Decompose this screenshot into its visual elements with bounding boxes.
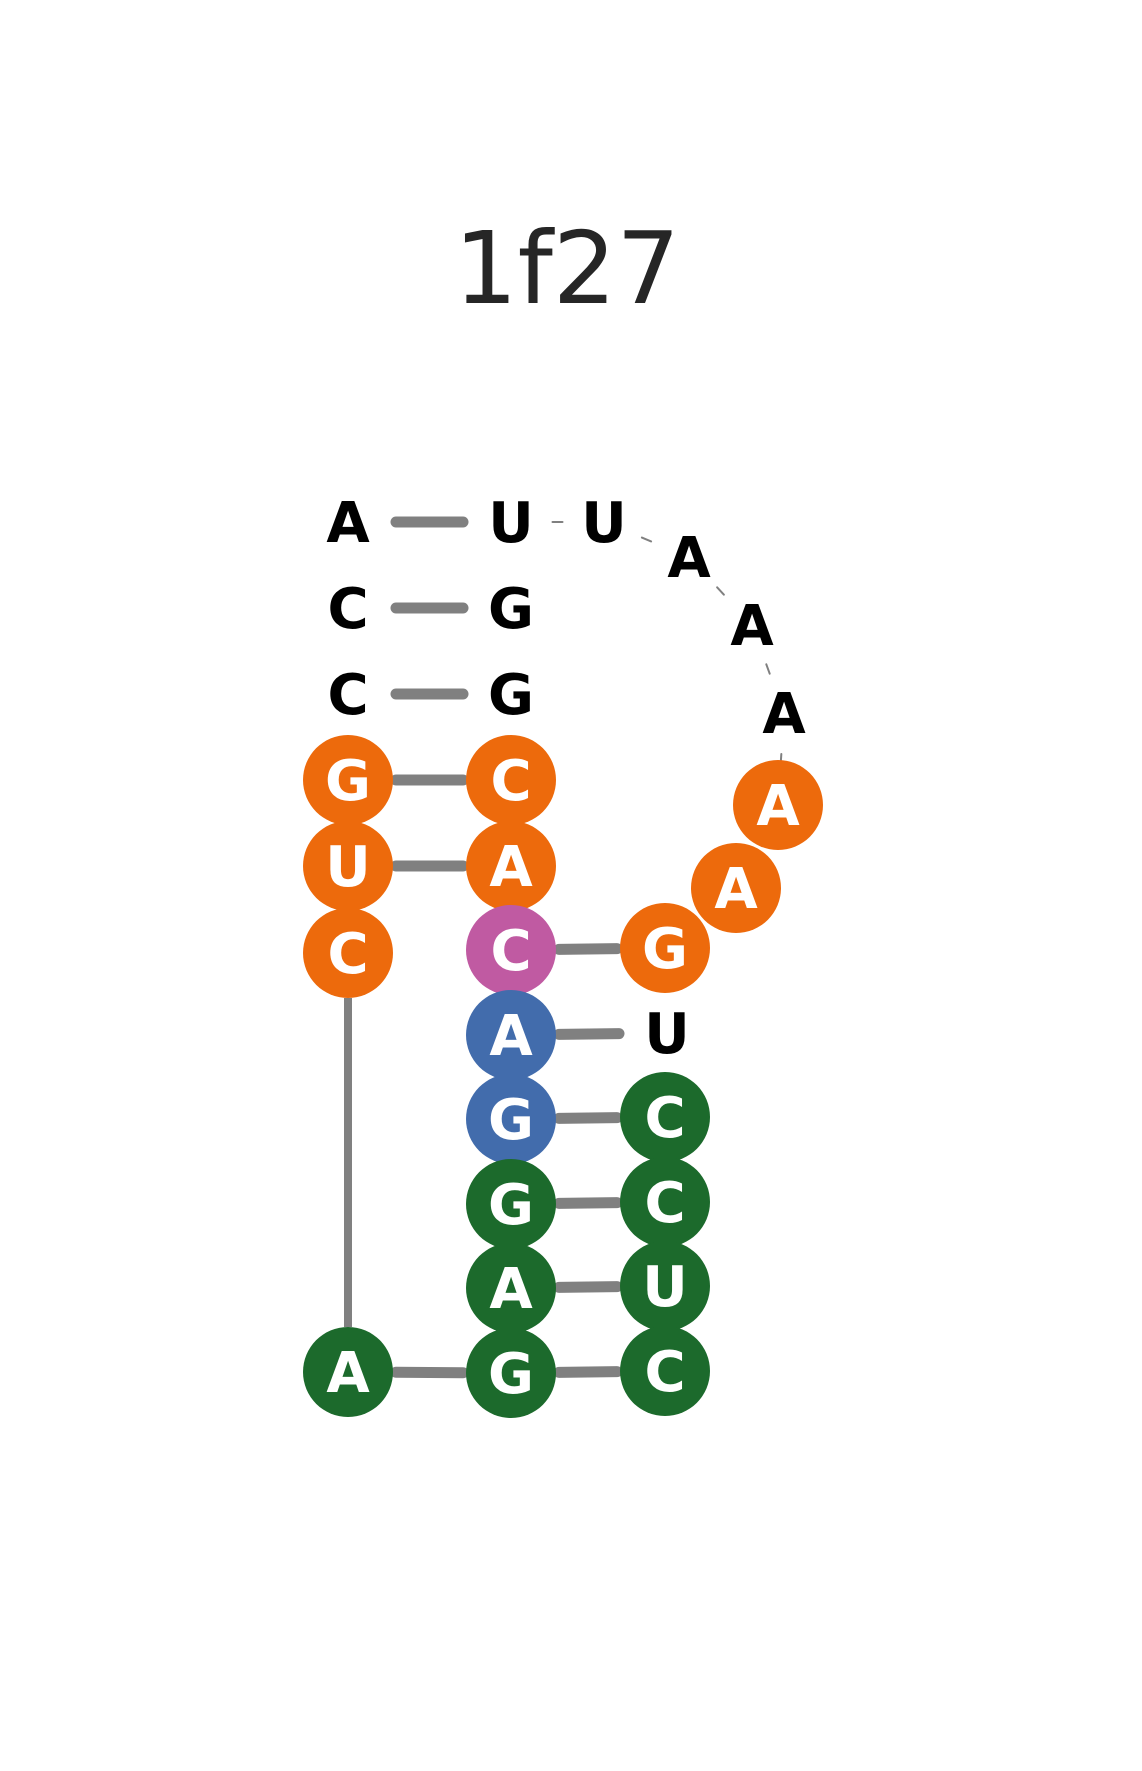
base-pair-bond xyxy=(553,1112,623,1124)
nucleotide-letter: G xyxy=(642,917,688,982)
nucleotide-letter: G xyxy=(488,1342,534,1407)
nucleotide-letter: C xyxy=(327,577,368,642)
loop-backbone-tick xyxy=(640,536,653,543)
nucleotide-a: A xyxy=(730,594,774,659)
base-pair-bond xyxy=(553,1366,623,1378)
nucleotide-circle xyxy=(303,735,393,825)
diagram-title: 1f27 xyxy=(454,210,680,327)
nucleotide-letter: A xyxy=(326,1341,370,1406)
nucleotide-circle xyxy=(620,903,710,993)
nucleotide-letter: G xyxy=(488,663,534,728)
base-pair-bond xyxy=(553,1028,625,1040)
nucleotide-circle xyxy=(466,1243,556,1333)
nucleotide-g: G xyxy=(466,1074,556,1164)
nucleotide-letter: G xyxy=(488,1088,534,1153)
nucleotide-circle xyxy=(691,843,781,933)
nucleotide-c: C xyxy=(466,905,556,995)
nucleotide-letter: C xyxy=(327,922,368,987)
nucleotide-letter: C xyxy=(644,1086,685,1151)
nucleotide-circle xyxy=(466,821,556,911)
nucleotide-letter: C xyxy=(490,749,531,814)
nucleotide-a: A xyxy=(466,990,556,1080)
nucleotide-u: U xyxy=(303,821,393,911)
loop-backbone-tick xyxy=(765,663,771,675)
nucleotide-letter: A xyxy=(667,526,711,591)
nucleotide-letter: A xyxy=(489,1257,533,1322)
nucleotide-a: A xyxy=(691,843,781,933)
nucleotide-circle xyxy=(466,1159,556,1249)
nucleotide-a: A xyxy=(466,1243,556,1333)
nucleotide-letter: C xyxy=(644,1171,685,1236)
nucleotide-g: G xyxy=(466,1328,556,1418)
nucleotide-u: U xyxy=(620,1241,710,1331)
nucleotide-a: A xyxy=(762,682,806,747)
nucleotide-letter: A xyxy=(762,682,806,747)
nucleotide-circle xyxy=(466,735,556,825)
nucleotide-letter: A xyxy=(756,774,800,839)
nucleotide-a: A xyxy=(733,760,823,850)
nucleotide-c: C xyxy=(620,1326,710,1416)
nucleotide-a: A xyxy=(466,821,556,911)
nucleotide-a: A xyxy=(303,1327,393,1417)
nucleotide-circle xyxy=(303,1327,393,1417)
nucleotide-u: U xyxy=(581,491,626,556)
nucleotide-circle xyxy=(620,1157,710,1247)
nucleotide-u: U xyxy=(488,491,533,556)
base-pair-bond xyxy=(553,943,623,955)
nucleotide-u: U xyxy=(644,1002,689,1067)
nucleotide-g: G xyxy=(303,735,393,825)
nucleotide-c: C xyxy=(303,908,393,998)
nucleotide-g: G xyxy=(620,903,710,993)
nucleotide-letter: U xyxy=(644,1002,689,1067)
nucleotide-c: C xyxy=(327,577,368,642)
nucleotide-g: G xyxy=(488,663,534,728)
nucleotide-circle xyxy=(466,1074,556,1164)
nucleotide-circle xyxy=(620,1241,710,1331)
nucleotide-letter: A xyxy=(326,491,370,556)
nucleotide-circle xyxy=(303,821,393,911)
nucleotide-circle xyxy=(466,1328,556,1418)
nucleotide-c: C xyxy=(620,1157,710,1247)
nucleotide-letter: U xyxy=(642,1255,687,1320)
nucleotide-letter: A xyxy=(714,857,758,922)
nucleotide-a: A xyxy=(667,526,711,591)
base-pair-bond xyxy=(553,1197,623,1209)
nucleotide-g: G xyxy=(466,1159,556,1249)
nucleotide-c: C xyxy=(620,1072,710,1162)
nucleotide-letter: U xyxy=(325,835,370,900)
nucleotide-letter: C xyxy=(327,663,368,728)
nucleotide-circle xyxy=(733,760,823,850)
nucleotide-letter: C xyxy=(644,1340,685,1405)
nucleotide-letter: G xyxy=(325,749,371,814)
nucleotide-letter: G xyxy=(488,1173,534,1238)
nucleotide-a: A xyxy=(326,491,370,556)
nucleotide-letter: C xyxy=(490,919,531,984)
nucleotide-letter: G xyxy=(488,577,534,642)
nucleotide-circle xyxy=(620,1326,710,1416)
nucleotide-letter: A xyxy=(489,835,533,900)
nucleotide-circle xyxy=(466,990,556,1080)
nucleotide-g: G xyxy=(488,577,534,642)
nucleotide-c: C xyxy=(327,663,368,728)
nucleotide-c: C xyxy=(466,735,556,825)
bonds-layer xyxy=(344,516,783,1379)
nucleotide-circle xyxy=(466,905,556,995)
nucleotide-circle xyxy=(303,908,393,998)
base-pair-bond xyxy=(553,1281,623,1293)
nucleotide-circle xyxy=(620,1072,710,1162)
nucleotide-letter: U xyxy=(488,491,533,556)
loop-backbone-tick xyxy=(716,586,725,596)
nucleotide-letter: A xyxy=(730,594,774,659)
nucleotide-letter: A xyxy=(489,1004,533,1069)
nucleotide-letter: U xyxy=(581,491,626,556)
